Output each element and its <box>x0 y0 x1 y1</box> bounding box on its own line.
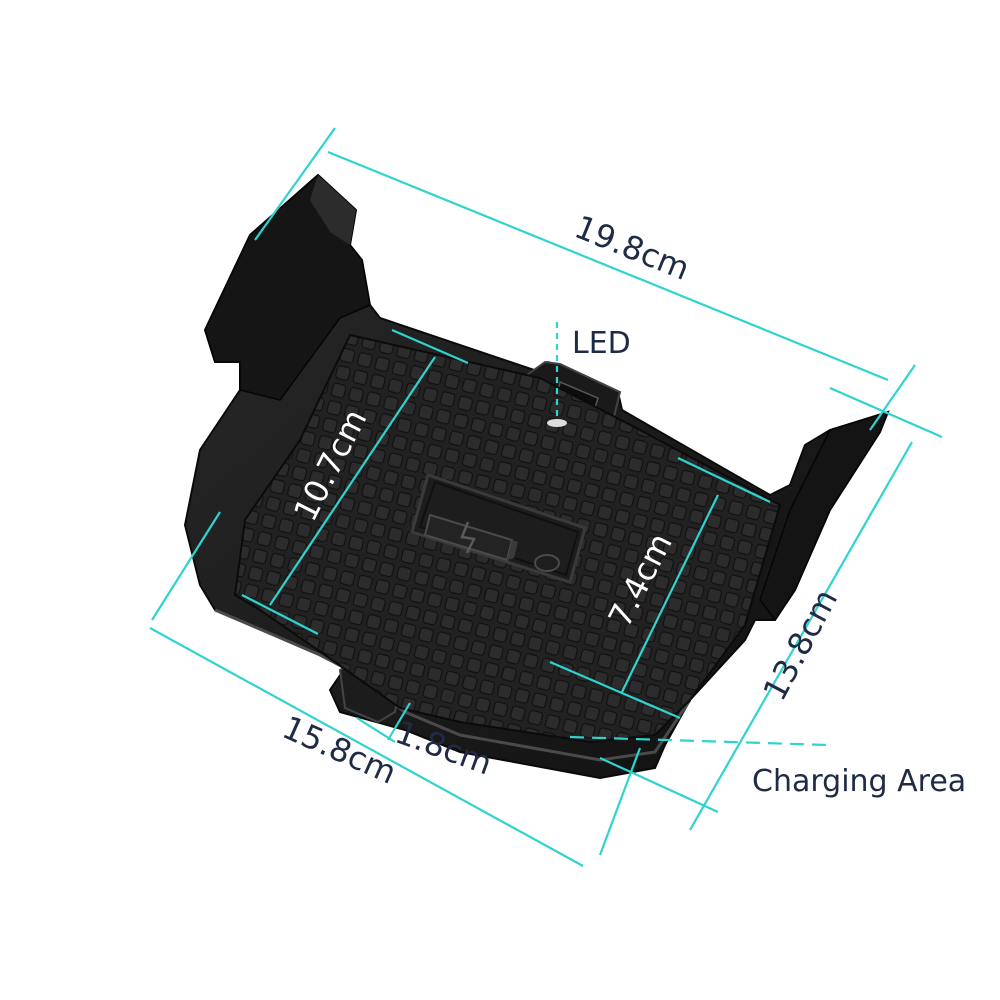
led-dimple <box>534 554 560 572</box>
led-label: LED <box>572 326 631 361</box>
charging-pad <box>410 473 587 584</box>
dimension-lines <box>149 127 943 867</box>
charging-area-label: Charging Area <box>752 764 966 799</box>
battery-bolt-icon <box>423 513 518 562</box>
led-window <box>547 419 567 427</box>
